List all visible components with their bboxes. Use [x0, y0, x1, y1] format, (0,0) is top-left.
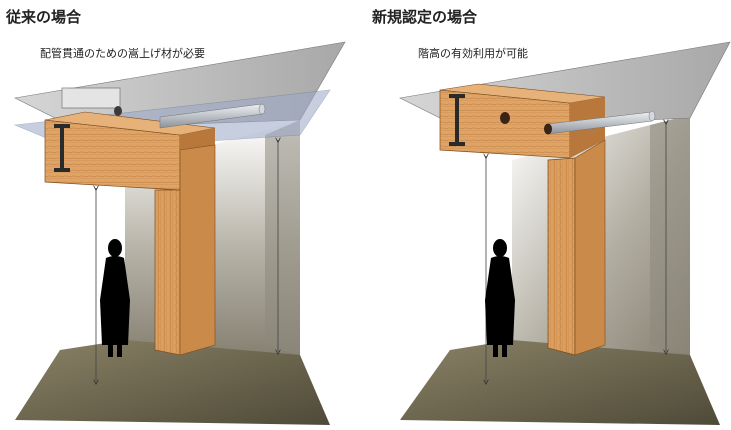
left-panel-title: 従来の場合	[6, 8, 82, 26]
left-panel-note: 配管貫通のための嵩上げ材が必要	[40, 47, 205, 60]
right-side-wall	[650, 115, 690, 355]
right-person-figure	[485, 239, 515, 357]
right-beam-hole	[500, 112, 510, 124]
left-steel-section	[54, 124, 70, 172]
left-column-front	[154, 189, 181, 356]
left-diagram	[13, 41, 346, 425]
left-pipe	[114, 103, 266, 129]
right-steel-section	[449, 94, 465, 146]
right-pipe	[544, 110, 656, 135]
left-raising-box	[61, 87, 121, 109]
left-person-figure	[100, 239, 130, 357]
left-beam-side	[180, 128, 215, 150]
right-diagram	[399, 41, 731, 425]
right-column-front	[547, 157, 576, 356]
right-panel-title: 新規認定の場合	[372, 8, 478, 26]
right-column-side	[574, 139, 606, 356]
right-panel-note: 階高の有効利用が可能	[418, 47, 528, 60]
left-side-wall	[265, 120, 300, 355]
right-floor	[400, 340, 720, 425]
left-column-side	[179, 144, 216, 356]
